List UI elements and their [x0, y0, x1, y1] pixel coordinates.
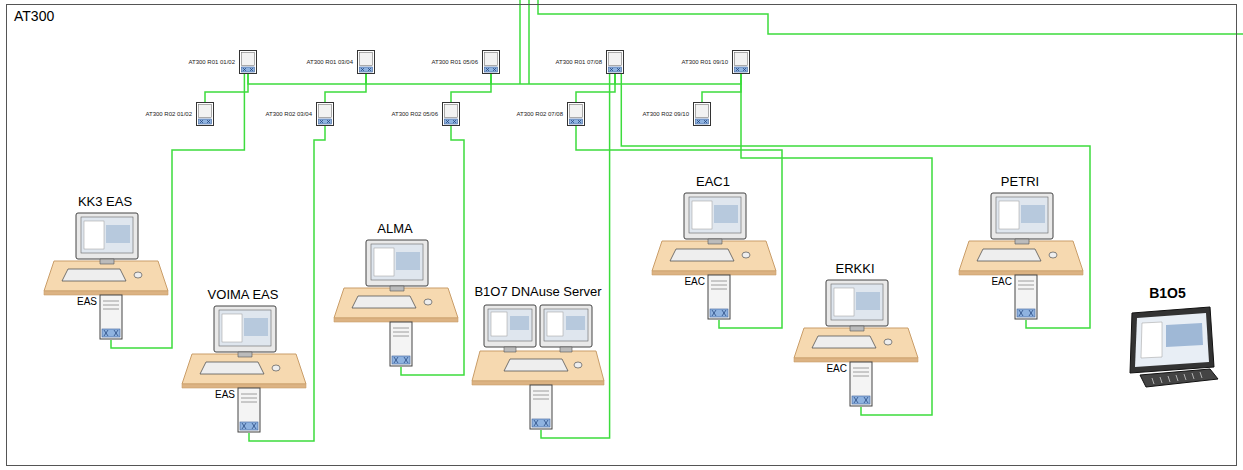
- workstation: ALMA: [330, 222, 460, 367]
- computer-name: VOIMA EAS: [208, 288, 279, 303]
- uplink-lines: [520, 0, 1243, 84]
- network-link: [702, 74, 741, 102]
- display-terminal: B1O5: [1110, 285, 1225, 395]
- workstation: B1O7 DNAuse Server: [470, 285, 606, 430]
- network-link: [491, 74, 615, 84]
- role-label: EAS: [215, 389, 235, 401]
- network-link: [111, 74, 244, 348]
- computer-name: ERKKI: [835, 262, 874, 277]
- switch-icon: [733, 51, 750, 74]
- role-label: EAC: [991, 276, 1012, 288]
- computer-name: EAC1: [696, 175, 730, 190]
- switch-label: AT300 R02 09/10: [641, 111, 690, 118]
- computer-icon: [959, 193, 1083, 319]
- network-link: [451, 74, 491, 102]
- switch-icon: [568, 103, 585, 126]
- switch-label: AT300 R01 01/02: [187, 59, 236, 66]
- network-link: [615, 74, 741, 84]
- workstation: ERKKI EAC: [790, 262, 920, 407]
- network-link: [248, 74, 366, 84]
- switch-label: AT300 R02 03/04: [264, 111, 313, 118]
- network-switch: AT300 R01 05/06: [482, 50, 500, 74]
- network-switch: AT300 R01 01/02: [239, 50, 257, 74]
- computer-icon: [794, 280, 918, 406]
- switch-icon: [607, 51, 624, 74]
- network-link: [205, 74, 248, 102]
- network-switch: AT300 R01 03/04: [357, 50, 375, 74]
- workstation: EAC1EAC: [648, 175, 778, 320]
- uplink-line: [528, 0, 530, 84]
- computer-name: B1O7 DNAuse Server: [474, 285, 601, 300]
- computer-icon: [334, 240, 458, 366]
- role-label: EAC: [684, 276, 705, 288]
- workstation: KK3 EAS EAS: [40, 195, 170, 340]
- network-switch: AT300 R01 09/10: [732, 50, 750, 74]
- server-icon: [472, 305, 604, 429]
- network-link: [621, 74, 1090, 328]
- switch-icon: [317, 103, 334, 126]
- icons: [44, 51, 1218, 433]
- uplink-line: [538, 0, 1243, 34]
- computer-icon: [182, 306, 306, 432]
- computer-name: ALMA: [377, 222, 412, 237]
- display-icon: [1130, 307, 1218, 387]
- switch-label: AT300 R02 07/08: [515, 111, 564, 118]
- computer-icon: [652, 193, 776, 319]
- switch-label: AT300 R01 07/08: [554, 59, 603, 66]
- network-area: AT300AT300 R01 01/02AT300 R01 03/04AT300…: [6, 4, 1237, 466]
- switch-label: AT300 R01 09/10: [680, 59, 729, 66]
- network-switch: AT300 R01 07/08: [606, 50, 624, 74]
- computer-icon: [44, 213, 168, 339]
- computer-name: B1O5: [1149, 285, 1186, 301]
- network-link: [401, 126, 464, 375]
- workstation: VOIMA EAS EAS: [178, 288, 308, 433]
- switch-icon: [197, 103, 214, 126]
- switch-icon: [358, 51, 375, 74]
- area-title: AT300: [14, 8, 54, 24]
- switch-icon: [443, 103, 460, 126]
- role-label: EAS: [77, 296, 97, 308]
- switch-label: AT300 R01 05/06: [430, 59, 479, 66]
- role-label: EAC: [826, 363, 847, 375]
- network-switch: AT300 R02 01/02: [196, 102, 214, 126]
- switch-label: AT300 R02 05/06: [390, 111, 439, 118]
- network-switch: AT300 R02 07/08: [567, 102, 585, 126]
- switch-icon: [694, 103, 711, 126]
- network-switch: AT300 R02 03/04: [316, 102, 334, 126]
- network-link: [325, 74, 366, 102]
- switch-icon: [483, 51, 500, 74]
- network-link: [249, 126, 325, 441]
- network-switch: AT300 R02 09/10: [693, 102, 711, 126]
- network-link: [576, 126, 782, 328]
- network-link: [366, 74, 491, 84]
- computer-name: KK3 EAS: [78, 195, 132, 210]
- computer-name: PETRI: [1001, 175, 1039, 190]
- uplink-line: [519, 0, 521, 84]
- workstation: PETRI EAC: [955, 175, 1085, 320]
- switch-label: AT300 R01 03/04: [305, 59, 354, 66]
- switch-icon: [240, 51, 257, 74]
- network-switch: AT300 R02 05/06: [442, 102, 460, 126]
- switch-label: AT300 R02 01/02: [144, 111, 193, 118]
- network-link: [741, 74, 932, 415]
